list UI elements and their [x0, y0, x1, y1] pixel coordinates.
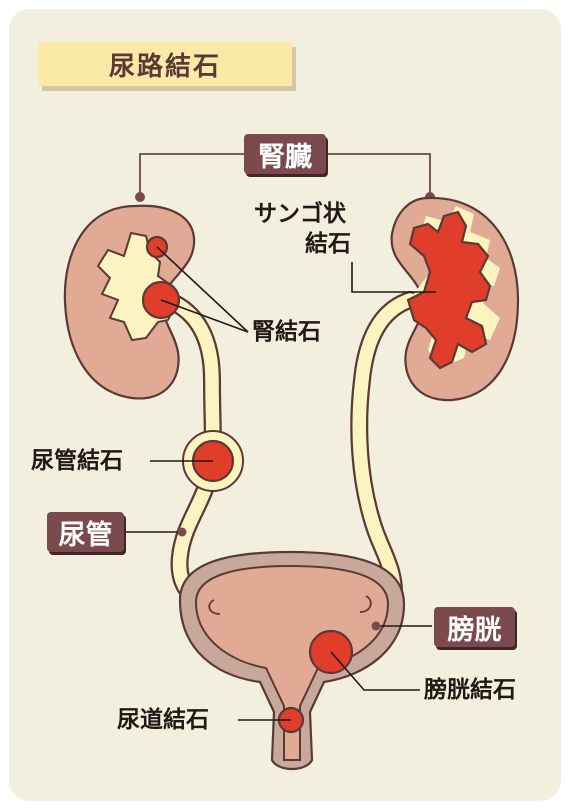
kidney-stone-label: 腎結石	[252, 318, 321, 347]
kidney-tag: 腎臓	[244, 134, 326, 174]
ureter-leader-dot	[178, 528, 187, 537]
bladder-tag-text: 膀胱	[448, 608, 502, 647]
bladder-leader-dot	[372, 622, 381, 631]
ureter-tag: 尿管	[47, 512, 124, 552]
staghorn-label-line2: 結石	[305, 230, 351, 259]
bracket-dot-left	[135, 192, 145, 202]
ureter-stone-label: 尿管結石	[31, 447, 123, 476]
title-box: 尿路結石	[38, 42, 292, 86]
bladder-tag: 膀胱	[434, 607, 515, 647]
bladder-stone-label: 膀胱結石	[424, 676, 516, 705]
staghorn-label-line1: サンゴ状	[254, 200, 346, 229]
ureter-tag-text: 尿管	[59, 513, 113, 552]
page-title: 尿路結石	[109, 46, 221, 83]
urethra-stone-label: 尿道結石	[117, 706, 209, 735]
kidney-tag-text: 腎臓	[258, 135, 312, 174]
